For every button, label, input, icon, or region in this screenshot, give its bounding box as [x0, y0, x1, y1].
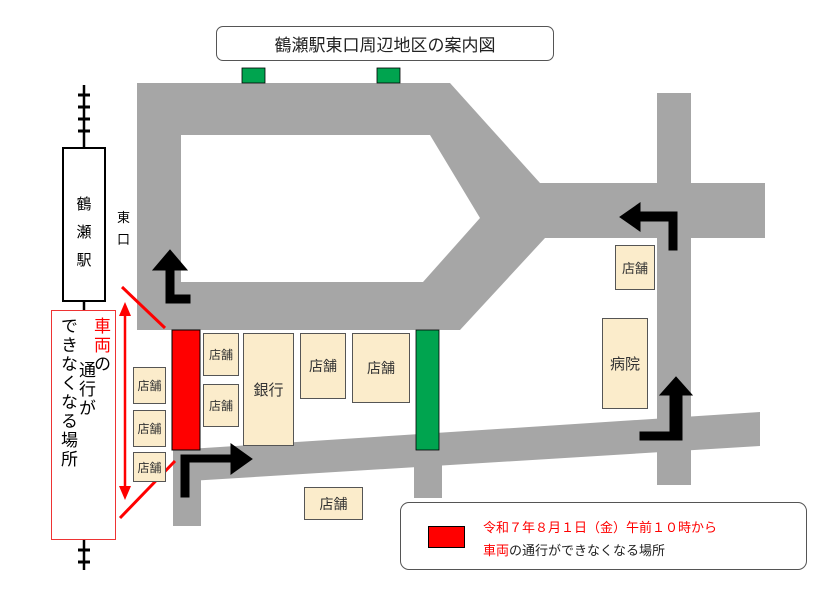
vehicle-text: 車両: [90, 317, 110, 355]
shop: 店舗: [133, 367, 166, 404]
legend-line2-rest: の通行ができなくなる場所: [509, 544, 666, 559]
green-marker-2: [376, 67, 401, 84]
shop: 店舗: [300, 333, 346, 399]
green-marker-3: [415, 329, 440, 451]
hospital: 病院: [602, 318, 648, 409]
detour-arrow-east-upper: [619, 202, 678, 251]
legend-line1: 令和７年８月１日（金）午前１０時から: [483, 521, 718, 536]
closed-section-swatch: [428, 526, 465, 548]
bank-label: 銀行: [253, 381, 284, 399]
shop: 店舗: [133, 410, 166, 447]
shop: 店舗: [203, 384, 239, 427]
closed-label-col2: 通行が: [75, 361, 95, 418]
legend-vehicle-text: 車両: [483, 544, 510, 559]
bank: 銀行: [243, 333, 294, 446]
closed-boundary-north: [120, 285, 167, 330]
shop: 店舗: [203, 333, 239, 376]
station-name-char: 瀬: [76, 223, 92, 241]
shop: 店舗: [352, 333, 410, 403]
station-name-char: 鶴: [76, 195, 92, 213]
map-title: 鶴瀬駅東口周辺地区の案内図: [216, 26, 554, 61]
detour-arrows: [151, 202, 694, 498]
station-name-char: 駅: [76, 251, 92, 269]
closed-label-col1: 車両の: [89, 317, 111, 374]
south-middle-stub: [414, 450, 442, 498]
south-road: [173, 412, 760, 482]
shop: 店舗: [615, 245, 655, 290]
closed-road-section: [171, 329, 201, 451]
shop: 店舗: [133, 452, 166, 482]
legend-line2: 車両の通行ができなくなる場所: [483, 540, 665, 559]
closed-area-label: 車両の 通行が できなくなる場所: [51, 310, 116, 540]
east-exit-label-char: 口: [117, 233, 131, 248]
railway-track: [78, 85, 90, 570]
detour-arrow-east-lower: [639, 376, 694, 441]
legend: 令和７年８月１日（金）午前１０時から 車両の通行ができなくなる場所: [400, 502, 807, 570]
east-exit-label-char: 東: [117, 211, 131, 226]
green-marker-1: [241, 67, 266, 84]
closed-label-col3: できなくなる場所: [57, 317, 77, 469]
closed-extent-arrow: [119, 302, 131, 500]
detour-arrow-north: [151, 249, 191, 304]
tsuruse-station: 鶴 瀬 駅: [62, 147, 106, 302]
particle-text: の: [90, 355, 110, 374]
shop: 店舗: [304, 487, 363, 520]
detour-arrow-south: [180, 443, 253, 498]
